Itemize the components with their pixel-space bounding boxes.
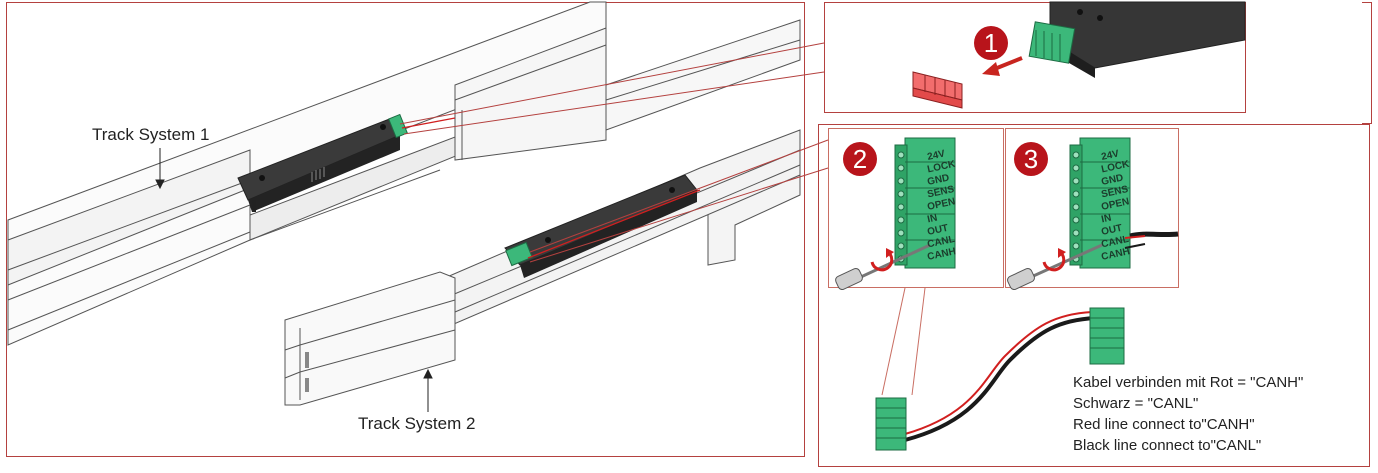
step2-screwdriver — [835, 243, 931, 291]
step3-cable — [1124, 231, 1179, 249]
wiring-note-line-1: Kabel verbinden mit Rot = "CANH" — [1073, 374, 1304, 391]
step2-frame — [828, 128, 1004, 288]
wiring-note-line-2: Schwarz = "CANL" — [1073, 395, 1199, 412]
callout-to-cable — [881, 287, 926, 396]
step-1-badge: 1 — [974, 26, 1008, 60]
pin-label: 24V — [1100, 148, 1120, 163]
pin-label: OUT — [926, 223, 949, 238]
pin-label: IN — [926, 213, 938, 226]
pin-label: OUT — [1100, 223, 1123, 238]
cable-assembly — [875, 307, 1125, 451]
track-system-1 — [7, 1, 801, 346]
callout-lines — [399, 42, 829, 263]
controller-module-1 — [237, 113, 408, 212]
detail-frame — [818, 124, 1370, 467]
pin-label: IN — [1100, 213, 1112, 226]
wiring-note: Kabel verbinden mit Rot = "CANH" Schwarz… — [1073, 372, 1303, 456]
wiring-note-line-3: Red line connect to"CANH" — [1073, 416, 1255, 433]
controller-module-2 — [504, 174, 698, 278]
step3-terminal-block — [1069, 137, 1131, 269]
red-wire-track — [401, 117, 701, 259]
right-edge-frame — [1362, 2, 1372, 124]
step-2-badge: 2 — [843, 142, 877, 176]
wiring-note-line-4: Black line connect to"CANL" — [1073, 437, 1262, 454]
step1-pull-arrow — [982, 56, 1023, 76]
step1-module — [1028, 1, 1246, 78]
label-pointers — [155, 148, 433, 412]
pin-label: GND — [926, 173, 950, 188]
main-illustration-frame — [6, 2, 805, 457]
step-3-badge: 3 — [1014, 142, 1048, 176]
pin-label: 24V — [926, 148, 946, 163]
step3-screwdriver — [1007, 243, 1103, 291]
pin-label: GND — [1100, 173, 1124, 188]
step3-frame — [1005, 128, 1179, 288]
track-system-1-label: Track System 1 — [92, 125, 210, 144]
track-system-2-label: Track System 2 — [358, 414, 476, 433]
step1-frame — [824, 2, 1246, 113]
step1-loose-plug — [912, 71, 963, 109]
